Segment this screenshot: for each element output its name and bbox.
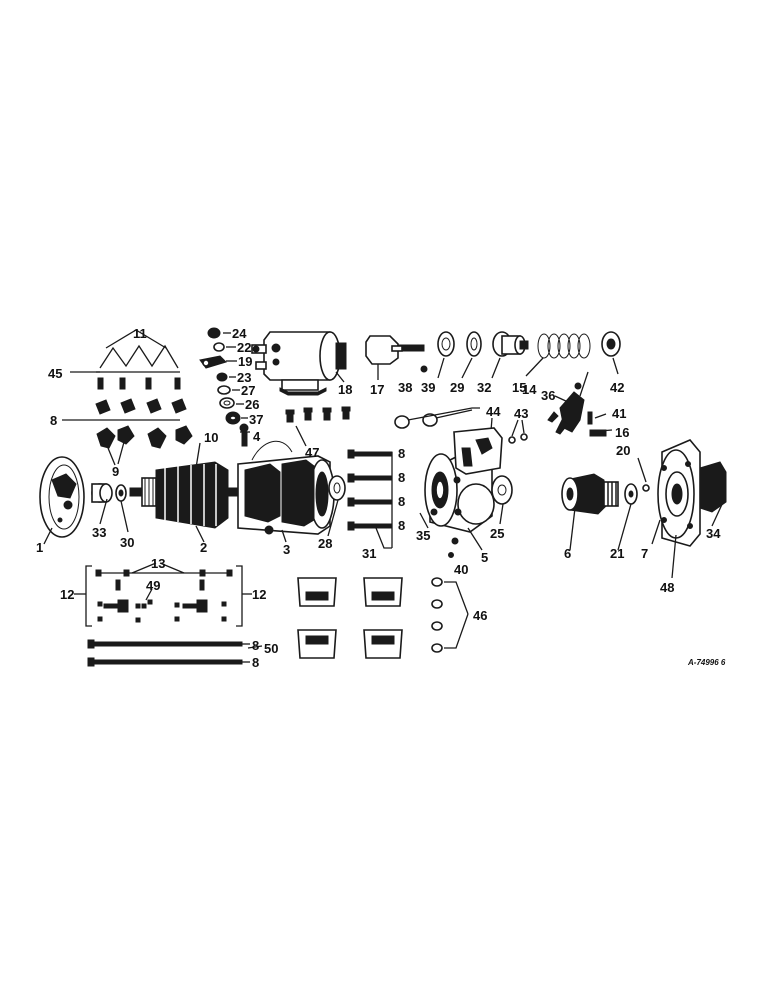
- callout-2: 2: [200, 540, 207, 555]
- callout-39: 39: [421, 380, 435, 395]
- callout-12b: 12: [252, 587, 266, 602]
- part-8-brush-terminals: [62, 398, 187, 421]
- part-25-washer: [491, 475, 513, 505]
- callout-10: 10: [204, 430, 218, 445]
- callout-9: 9: [112, 464, 119, 479]
- callout-49: 49: [146, 578, 160, 593]
- part-11-brush-springs: [99, 344, 179, 369]
- callout-17: 17: [370, 382, 384, 397]
- part-15-spring: [525, 333, 591, 377]
- callout-20: 20: [616, 443, 630, 458]
- callout-31: 31: [362, 546, 376, 561]
- part-3-field-frame: [237, 440, 335, 535]
- part-39-washer: [437, 331, 455, 379]
- part-40-pin: [448, 552, 454, 558]
- callout-47: 47: [305, 445, 319, 460]
- callout-8e: 8: [398, 518, 405, 533]
- callout-29: 29: [450, 380, 464, 395]
- reference-code: A-74996 6: [687, 658, 726, 667]
- callout-37: 37: [249, 412, 263, 427]
- callout-labels: 1 2 3 4 5 6 7 8 8 8 8 8 8 8 9 10 11 12 1…: [36, 326, 726, 670]
- part-9-brush-holders: [96, 425, 193, 466]
- callout-27: 27: [241, 383, 255, 398]
- callout-21: 21: [610, 546, 624, 561]
- part-6-drive-pinion: [561, 473, 619, 515]
- callout-30: 30: [120, 535, 134, 550]
- callout-8b: 8: [398, 446, 405, 461]
- part-21-washer: [624, 483, 638, 505]
- callout-46: 46: [473, 608, 487, 623]
- callout-35: 35: [416, 528, 430, 543]
- callout-16: 16: [615, 425, 629, 440]
- callout-14: 14: [522, 382, 537, 397]
- callout-45: 45: [48, 366, 62, 381]
- callout-15: 15: [512, 380, 526, 395]
- callout-19: 19: [238, 354, 252, 369]
- callout-23: 23: [237, 370, 251, 385]
- part-5-drive-housing: [424, 427, 503, 545]
- callout-28: 28: [318, 536, 332, 551]
- part-30-washer: [115, 484, 127, 502]
- part-47-nuts: [285, 406, 351, 423]
- callout-43: 43: [514, 406, 528, 421]
- callout-22: 22: [237, 340, 251, 355]
- part-18-solenoid: [251, 331, 347, 396]
- callout-41: 41: [612, 406, 626, 421]
- callout-12a: 12: [60, 587, 74, 602]
- part-20-pin: [637, 457, 650, 492]
- callout-8d: 8: [398, 494, 405, 509]
- callout-42: 42: [610, 380, 624, 395]
- callout-3: 3: [283, 542, 290, 557]
- callout-18: 18: [338, 382, 352, 397]
- callout-13: 13: [151, 556, 165, 571]
- callout-8a: 8: [50, 413, 57, 428]
- callout-8c: 8: [398, 470, 405, 485]
- callout-38: 38: [398, 380, 412, 395]
- part-14-shift-lever: [547, 382, 607, 437]
- part-50-through-bolts: [87, 639, 263, 667]
- callout-50: 50: [264, 641, 278, 656]
- part-31-bolts: [347, 449, 393, 549]
- part-46-fasteners: [431, 577, 469, 653]
- part-43-small-rings: [508, 419, 528, 444]
- brush-shoes: [297, 577, 403, 659]
- callout-4: 4: [253, 429, 261, 444]
- callout-8g: 8: [252, 655, 259, 670]
- callout-33: 33: [92, 525, 106, 540]
- callout-26: 26: [245, 397, 259, 412]
- callout-34: 34: [706, 526, 721, 541]
- part-17-plunger: [365, 335, 425, 380]
- part-2-armature: [129, 461, 251, 529]
- part-4-terminal-stud: [239, 423, 249, 447]
- callout-5: 5: [481, 550, 488, 565]
- callout-24: 24: [232, 326, 247, 341]
- callout-25: 25: [490, 526, 504, 541]
- callout-40: 40: [454, 562, 468, 577]
- part-42-washer: [601, 331, 621, 375]
- part-28-thrust-washer: [328, 475, 346, 501]
- part-7-nose-housing: [651, 439, 727, 579]
- callout-11: 11: [133, 326, 147, 341]
- leader-lines: [43, 329, 725, 551]
- callout-32: 32: [477, 380, 491, 395]
- part-1-commutator-end-plate: [39, 456, 85, 538]
- callout-8f: 8: [252, 638, 259, 653]
- callout-1: 1: [36, 540, 43, 555]
- callout-48: 48: [660, 580, 674, 595]
- callout-36: 36: [541, 388, 555, 403]
- part-44-rings: [394, 407, 493, 445]
- part-45-screws: [70, 371, 181, 390]
- solenoid-hardware-stack: [199, 327, 248, 425]
- part-32-bushing: [491, 331, 529, 379]
- part-33-bushing: [91, 483, 113, 503]
- callout-7: 7: [641, 546, 648, 561]
- part-12-brush-plate-group: [74, 562, 252, 627]
- part-38-pin: [420, 365, 428, 373]
- callout-44: 44: [486, 404, 501, 419]
- callout-6: 6: [564, 546, 571, 561]
- part-29-washer: [461, 331, 482, 379]
